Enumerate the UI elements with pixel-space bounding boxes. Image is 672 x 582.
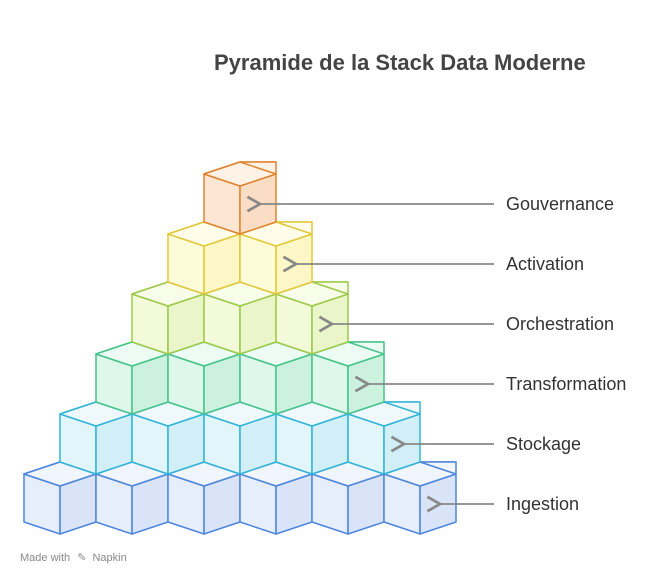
cube-row-gouvernance — [203, 161, 277, 235]
level-label-transformation: Transformation — [506, 374, 626, 394]
level-label-orchestration: Orchestration — [506, 314, 614, 334]
level-label-stockage: Stockage — [506, 434, 581, 454]
level-label-activation: Activation — [506, 254, 584, 274]
diagram-title: Pyramide de la Stack Data Moderne — [214, 50, 586, 75]
cube-row-orchestration — [131, 281, 349, 355]
footer-brand: Napkin — [92, 552, 127, 564]
arrows-layer — [246, 195, 494, 513]
level-label-ingestion: Ingestion — [506, 494, 579, 514]
footer-credit: Made with ✎ Napkin — [20, 551, 127, 564]
napkin-logo-icon: ✎ — [77, 552, 87, 564]
footer-prefix: Made with — [20, 552, 71, 564]
level-label-gouvernance: Gouvernance — [506, 194, 614, 214]
cubes-layer — [23, 161, 457, 535]
cube-top-rhombus — [203, 161, 277, 187]
labels-layer: Ingestion Stockage Transformation Orchestra… — [506, 194, 626, 514]
cube-row-stockage — [59, 401, 421, 475]
